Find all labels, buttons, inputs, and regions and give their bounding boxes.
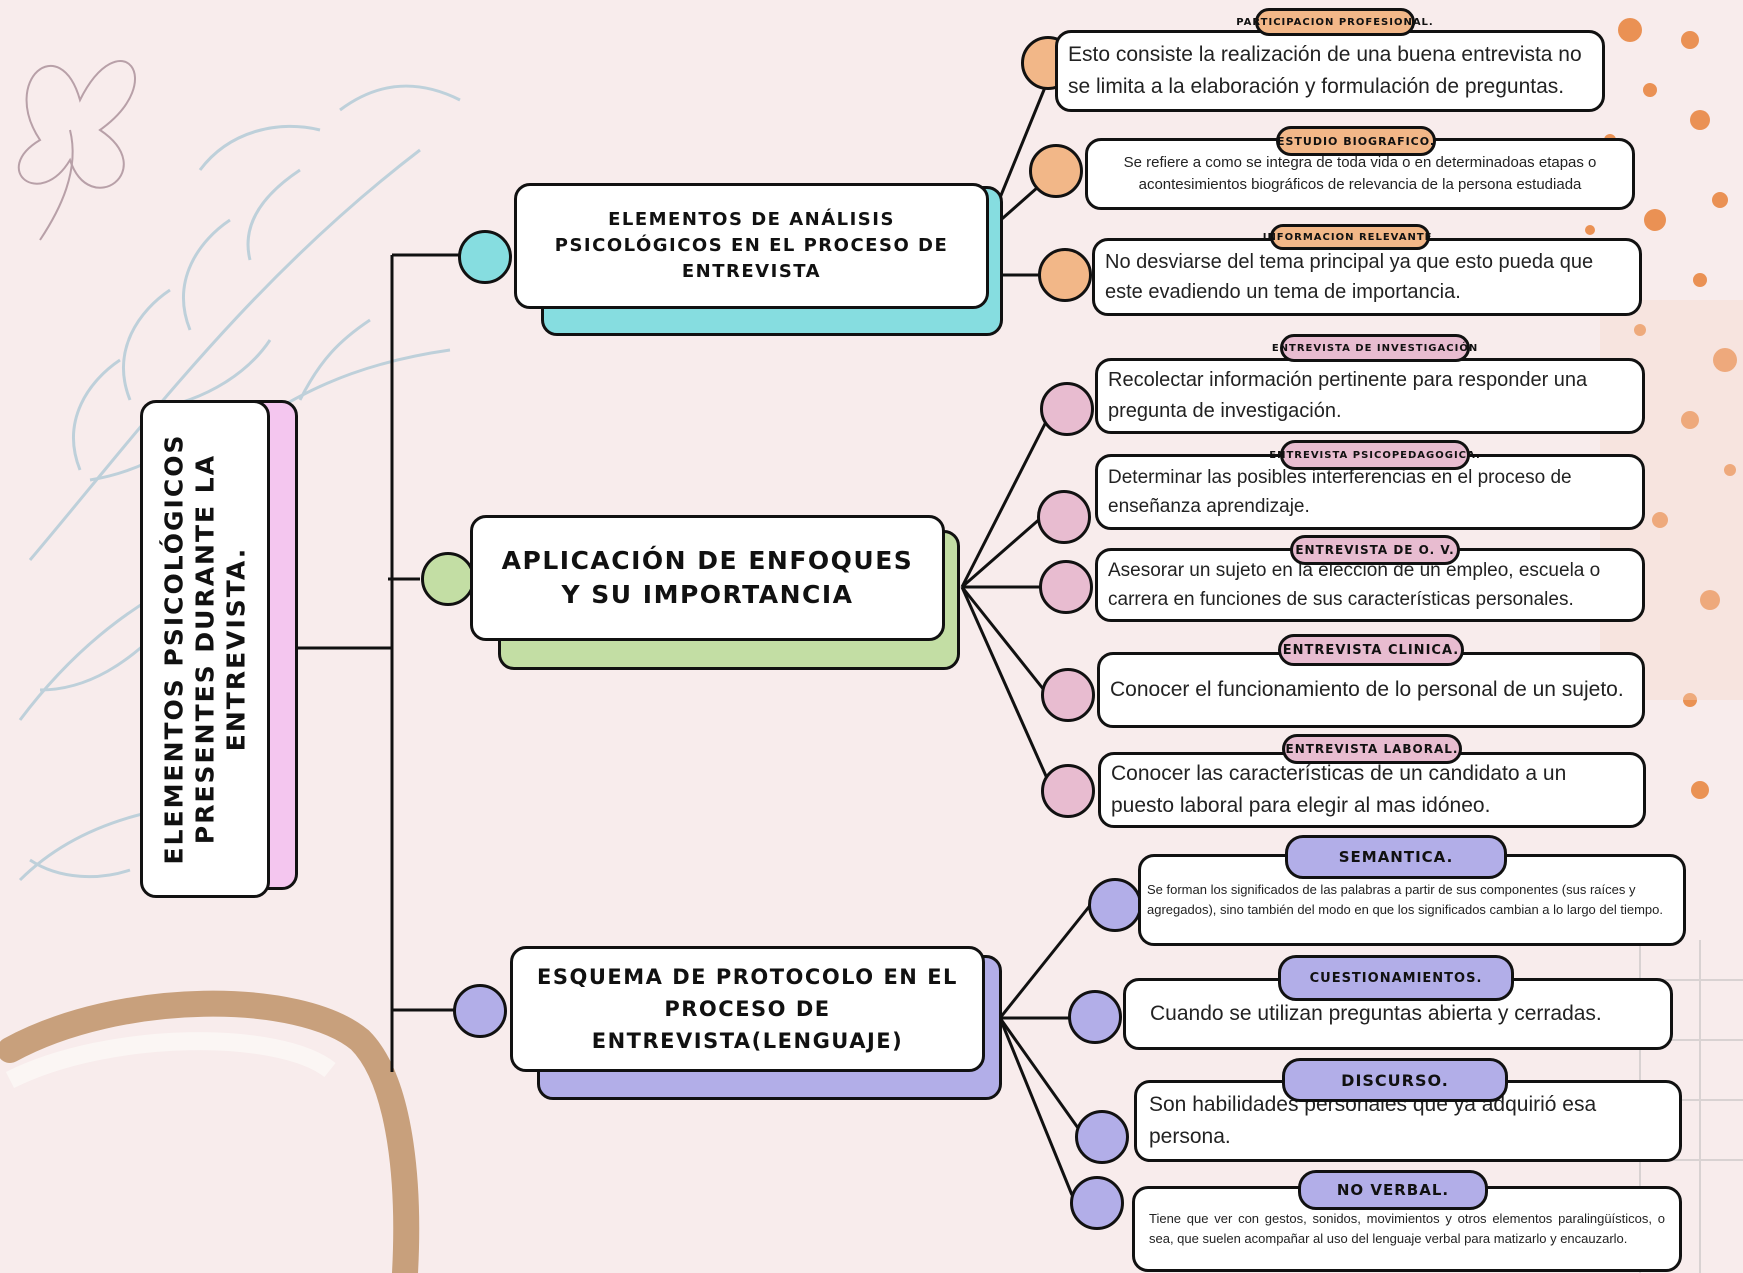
subtopic-text: Conocer las características de un candid… xyxy=(1111,762,1567,817)
language-node-title: ESQUEMA DE PROTOCOLO EN EL PROCESO DE EN… xyxy=(537,965,958,1053)
approach-connector-dot xyxy=(421,552,475,606)
subtopic-card: No desviarse del tema principal ya que e… xyxy=(1092,238,1642,316)
subtopic-card: Esto consiste la realización de una buen… xyxy=(1055,30,1605,112)
subtopic-text: No desviarse del tema principal ya que e… xyxy=(1105,251,1594,303)
language-connector-dot xyxy=(453,984,507,1038)
subtopic-text: Cuando se utilizan preguntas abierta y c… xyxy=(1150,1002,1602,1025)
sub-dot xyxy=(1041,764,1095,818)
subtopic-text: Conocer el funcionamiento de lo personal… xyxy=(1110,678,1624,701)
subtopic-tag-label: ENTREVISTA PSICOPEDAGOGICA. xyxy=(1269,449,1481,461)
subtopic-tag: INFORMACION RELEVANTE. xyxy=(1263,224,1436,250)
subtopic-text: Recolectar información pertinente para r… xyxy=(1108,369,1588,422)
subtopic-tag-label: DISCURSO. xyxy=(1341,1070,1449,1090)
analysis-node-title: ELEMENTOS DE ANÁLISIS PSICOLÓGICOS EN EL… xyxy=(554,209,949,282)
subtopic-tag: CUESTIONAMIENTOS. xyxy=(1278,955,1514,1001)
subtopic-tag-label: CUESTIONAMIENTOS. xyxy=(1309,970,1483,986)
approach-node: APLICACIÓN DE ENFOQUES Y SU IMPORTANCIA xyxy=(470,515,945,641)
subtopic-text: Esto consiste la realización de una buen… xyxy=(1068,43,1582,98)
sub-dot xyxy=(1075,1110,1129,1164)
subtopic-text: Se refiere a como se integra de toda vid… xyxy=(1123,154,1597,193)
subtopic-card: Se refiere a como se integra de toda vid… xyxy=(1085,138,1635,210)
subtopic-tag: NO VERBAL. xyxy=(1298,1170,1488,1210)
subtopic-text: Tiene que ver con gestos, sonidos, movim… xyxy=(1149,1211,1665,1246)
subtopic-tag-label: ENTREVISTA DE INVESTIGACIÓN xyxy=(1271,342,1479,354)
subtopic-tag: ENTREVISTA CLINICA. xyxy=(1278,634,1464,666)
subtopic-tag-label: PARTICIPACION PROFESIONAL. xyxy=(1236,16,1434,28)
language-node: ESQUEMA DE PROTOCOLO EN EL PROCESO DE EN… xyxy=(510,946,985,1072)
sub-dot xyxy=(1088,878,1142,932)
subtopic-tag-label: NO VERBAL. xyxy=(1336,1181,1450,1199)
root-node xyxy=(140,400,270,898)
root-title: ELEMENTOS PSICOLÓGICOS PRESENTES DURANTE… xyxy=(159,433,251,865)
approach-node-title: APLICACIÓN DE ENFOQUES Y SU IMPORTANCIA xyxy=(501,546,914,609)
sub-dot xyxy=(1070,1176,1124,1230)
subtopic-text: Determinar las posibles interferencias e… xyxy=(1108,467,1572,517)
subtopic-text: Se forman los significados de las palabr… xyxy=(1147,882,1663,917)
subtopic-tag-label: SEMANTICA. xyxy=(1338,848,1454,866)
subtopic-tag: ENTREVISTA DE INVESTIGACIÓN xyxy=(1272,334,1477,362)
sub-dot xyxy=(1037,490,1091,544)
subtopic-tag-label: ESTUDIO BIOGRAFICO. xyxy=(1276,134,1436,148)
subtopic-tag: DISCURSO. xyxy=(1282,1058,1508,1102)
analysis-node: ELEMENTOS DE ANÁLISIS PSICOLÓGICOS EN EL… xyxy=(514,183,989,309)
subtopic-card: Conocer las características de un candid… xyxy=(1098,752,1646,828)
sub-dot xyxy=(1068,990,1122,1044)
subtopic-tag-label: INFORMACION RELEVANTE. xyxy=(1262,231,1438,243)
subtopic-card: Cuando se utilizan preguntas abierta y c… xyxy=(1123,978,1673,1050)
sub-dot xyxy=(1039,560,1093,614)
analysis-connector-dot xyxy=(458,230,512,284)
subtopic-tag-label: ENTREVISTA LABORAL. xyxy=(1285,742,1459,756)
subtopic-tag-label: ENTREVISTA DE O. V. xyxy=(1295,543,1455,557)
sub-dot xyxy=(1038,248,1092,302)
subtopic-tag: ENTREVISTA DE O. V. xyxy=(1290,535,1460,565)
subtopic-tag: PARTICIPACION PROFESIONAL. xyxy=(1236,8,1433,36)
subtopic-tag-label: ENTREVISTA CLINICA. xyxy=(1282,642,1460,658)
subtopic-tag: ESTUDIO BIOGRAFICO. xyxy=(1276,126,1436,156)
subtopic-text: Asesorar un sujeto en la elección de un … xyxy=(1108,560,1601,610)
sub-dot xyxy=(1041,668,1095,722)
sub-dot xyxy=(1029,144,1083,198)
sub-dot xyxy=(1040,382,1094,436)
subtopic-tag: ENTREVISTA LABORAL. xyxy=(1282,734,1462,764)
subtopic-tag: SEMANTICA. xyxy=(1285,835,1507,879)
subtopic-card: Recolectar información pertinente para r… xyxy=(1095,358,1645,434)
subtopic-tag: ENTREVISTA PSICOPEDAGOGICA. xyxy=(1269,440,1480,470)
